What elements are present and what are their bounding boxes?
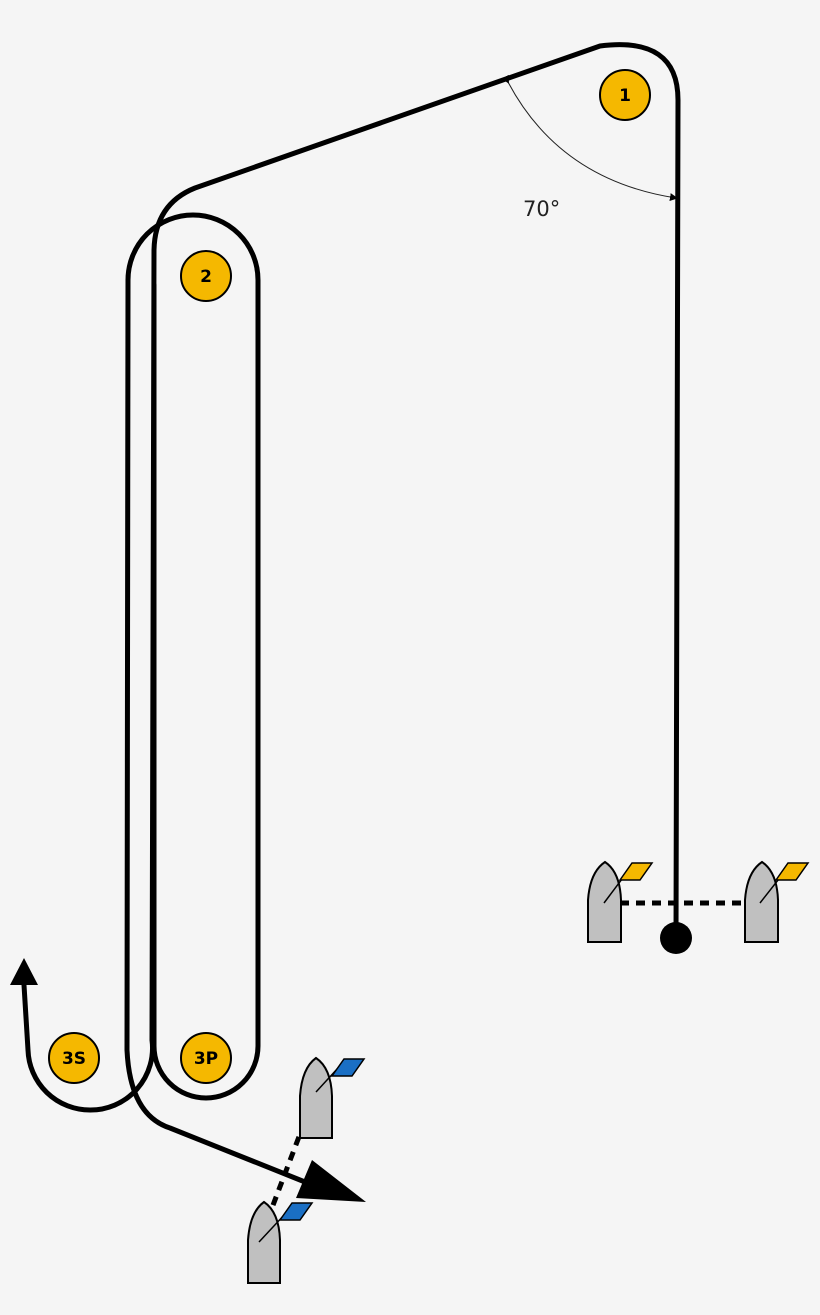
start-buoy — [660, 922, 692, 954]
mark-3s-label: 3S — [62, 1049, 86, 1069]
mark-2: 2 — [180, 250, 232, 302]
finish-arrow-icon — [296, 1160, 366, 1202]
angle-label: 70° — [523, 197, 560, 221]
mark-2-label: 2 — [200, 267, 212, 287]
course-loop-2-3p — [125, 212, 261, 1101]
exit-arrow-icon — [10, 958, 38, 985]
course-leg-start-to-3s — [21, 42, 681, 1113]
angle-arc — [501, 74, 678, 202]
mark-1-label: 1 — [619, 86, 631, 106]
start-boat-left — [587, 860, 654, 943]
finish-boat-top — [299, 1056, 366, 1139]
finish-boat-bottom — [247, 1200, 314, 1284]
course-leg-to-finish — [124, 277, 323, 1191]
start-boat-right — [744, 860, 810, 943]
mark-1: 1 — [599, 69, 651, 121]
start-line — [587, 860, 810, 954]
finish-line — [247, 1056, 366, 1284]
mark-3p-label: 3P — [194, 1049, 218, 1069]
mark-3s: 3S — [48, 1032, 100, 1084]
mark-3p: 3P — [180, 1032, 232, 1084]
